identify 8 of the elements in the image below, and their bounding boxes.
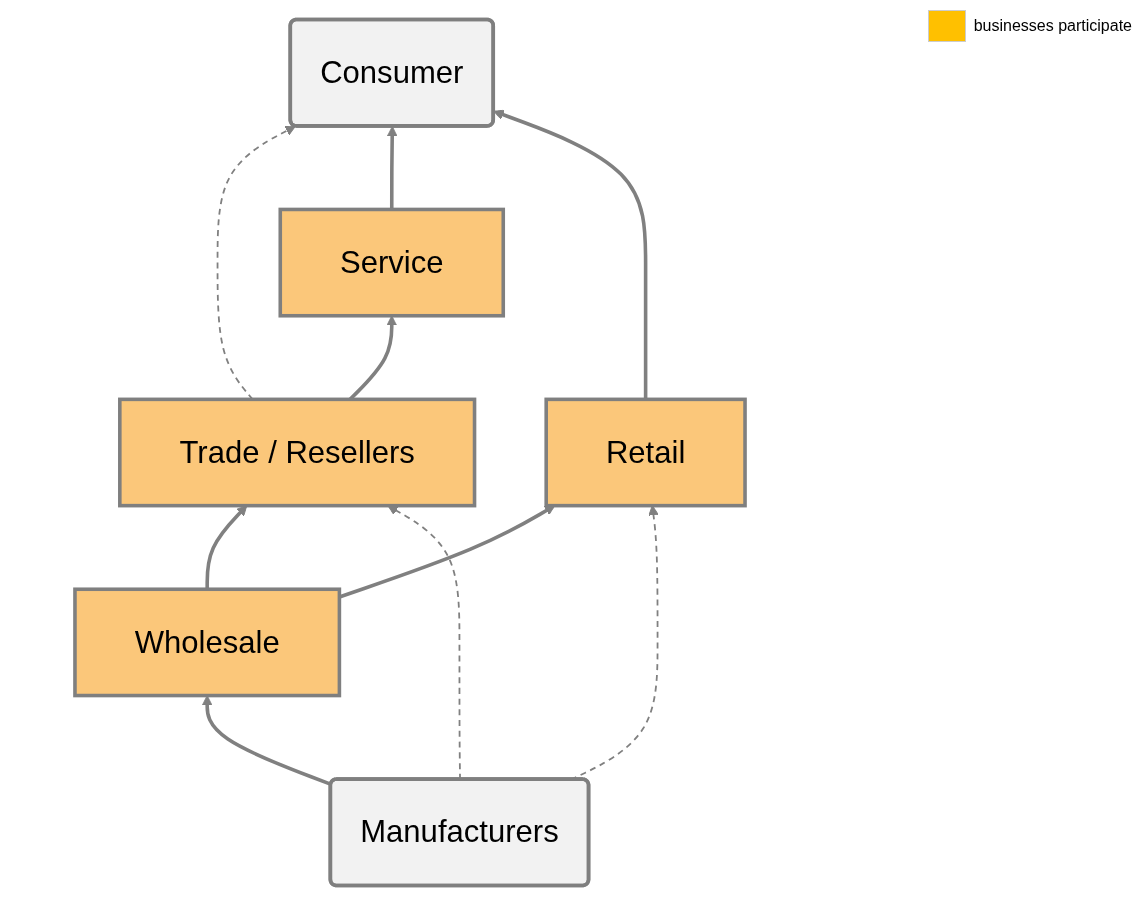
legend-text: businesses participate <box>973 17 1132 35</box>
arrow <box>201 695 332 787</box>
node-box: Wholesale <box>73 587 342 698</box>
node-box: Retail <box>544 397 747 508</box>
arrow <box>386 125 398 210</box>
node-box: Service <box>278 207 506 318</box>
node-box: Trade / Resellers <box>118 397 477 508</box>
arrow <box>205 505 248 590</box>
